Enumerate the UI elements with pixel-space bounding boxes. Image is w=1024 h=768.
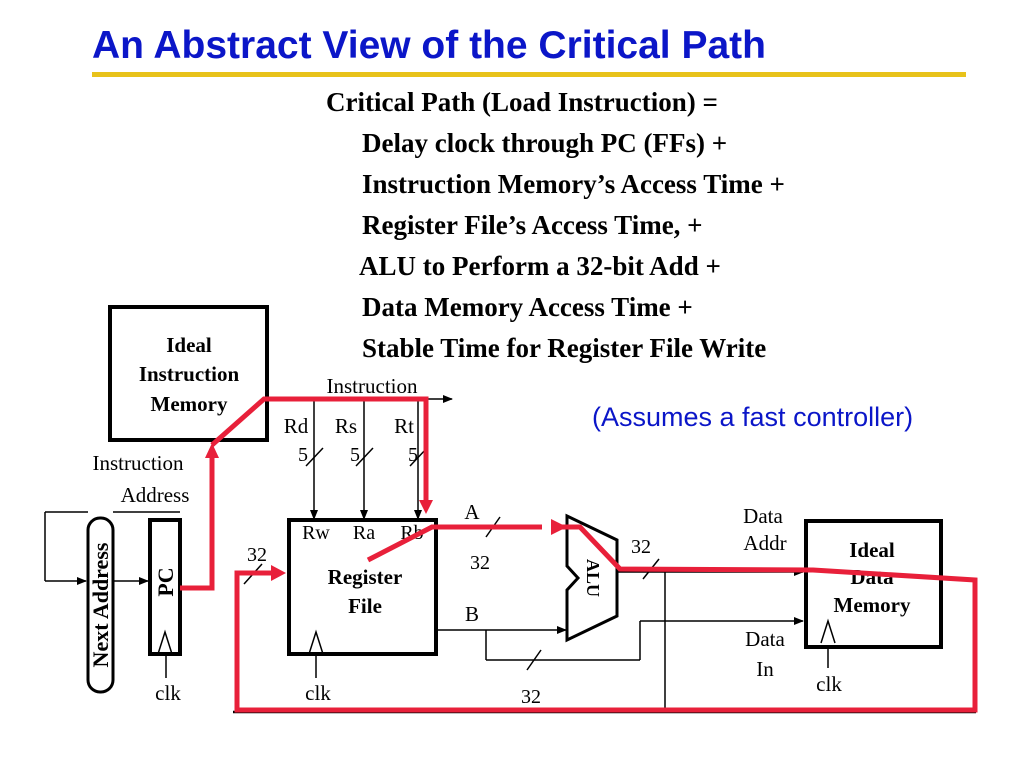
- equation-term-register-file: Register File’s Access Time, +: [362, 210, 703, 240]
- register-file-label-1: Register: [328, 565, 403, 589]
- alu-label: ALU: [583, 559, 603, 597]
- bus-a-width-label: 32: [470, 552, 490, 574]
- register-file-clock-triangle: [308, 629, 324, 655]
- critical-path-writeback-loop: [234, 524, 978, 713]
- rd-label: Rd: [284, 414, 309, 438]
- register-file-block: Rw Ra Rb Register File: [287, 518, 438, 656]
- instruction-address-label-1: Instruction: [93, 451, 184, 475]
- data-memory-label-3: Memory: [834, 593, 911, 617]
- register-file-clk-label: clk: [305, 681, 331, 705]
- critical-path: [180, 396, 978, 713]
- rs-label: Rs: [335, 414, 357, 438]
- equation-term-alu: ALU to Perform a 32-bit Add +: [359, 251, 721, 281]
- rt-width-label: 5: [408, 444, 418, 466]
- instruction-memory-label-1: Ideal: [166, 333, 212, 357]
- data-memory-clk-label: clk: [816, 672, 842, 696]
- critical-path-imem-arrowhead: [205, 443, 219, 458]
- equation-term-pc-delay: Delay clock through PC (FFs) +: [362, 128, 728, 158]
- critical-path-rb-arrowhead: [419, 500, 433, 514]
- data-memory-block: Ideal Data Memory: [804, 519, 943, 649]
- pc-clk-label: clk: [155, 681, 181, 705]
- rw-port-label: Rw: [302, 522, 330, 544]
- equation-term-register-write: Stable Time for Register File Write: [362, 333, 767, 363]
- data-memory-clock-triangle: [820, 618, 836, 644]
- instruction-label: Instruction: [327, 374, 418, 398]
- register-file-label-2: File: [348, 594, 382, 618]
- rs-width-label: 5: [350, 444, 360, 466]
- critical-path-writeback-arrowhead: [271, 565, 286, 581]
- data-in-width-slash: [526, 649, 542, 671]
- alu-result-width-label: 32: [631, 536, 651, 558]
- data-in-width-label: 32: [521, 686, 541, 708]
- data-memory-label-1: Ideal: [849, 538, 895, 562]
- alu-block: ALU: [565, 513, 619, 643]
- data-in-label-2: In: [756, 657, 774, 681]
- pc-register: PC: [148, 518, 182, 656]
- critical-path-imem-to-rb: [210, 396, 429, 502]
- rs-width-slash: [355, 447, 374, 467]
- equation-heading: Critical Path (Load Instruction) =: [326, 87, 718, 117]
- assumption-note: (Assumes a fast controller): [592, 402, 914, 432]
- instruction-memory-label-3: Memory: [151, 392, 228, 416]
- bus-a-label: A: [464, 500, 480, 524]
- ra-port-label: Ra: [353, 522, 375, 544]
- instruction-address-label-2: Address: [121, 483, 190, 507]
- pc-label: PC: [153, 567, 178, 596]
- next-address-label: Next Address: [88, 542, 113, 667]
- bus-b-label: B: [465, 602, 479, 626]
- equation-term-instruction-memory: Instruction Memory’s Access Time +: [362, 169, 785, 199]
- pc-clock-triangle: [157, 629, 173, 655]
- rd-width-slash: [305, 447, 324, 467]
- rd-width-label: 5: [298, 444, 308, 466]
- instruction-memory-label-2: Instruction: [139, 362, 240, 386]
- data-addr-label-1: Data: [743, 504, 783, 528]
- rt-label: Rt: [394, 414, 414, 438]
- title-underline: [92, 72, 966, 77]
- data-in-label-1: Data: [745, 627, 785, 651]
- equation-term-data-memory: Data Memory Access Time +: [362, 292, 693, 322]
- data-addr-label-2: Addr: [743, 531, 786, 555]
- critical-path-regfile-to-alu: [366, 524, 542, 563]
- write-bus-width-label: 32: [247, 544, 267, 566]
- next-address-block: Next Address: [86, 516, 115, 694]
- critical-path-pc-to-imem: [180, 456, 215, 591]
- slide-title: An Abstract View of the Critical Path: [92, 24, 766, 67]
